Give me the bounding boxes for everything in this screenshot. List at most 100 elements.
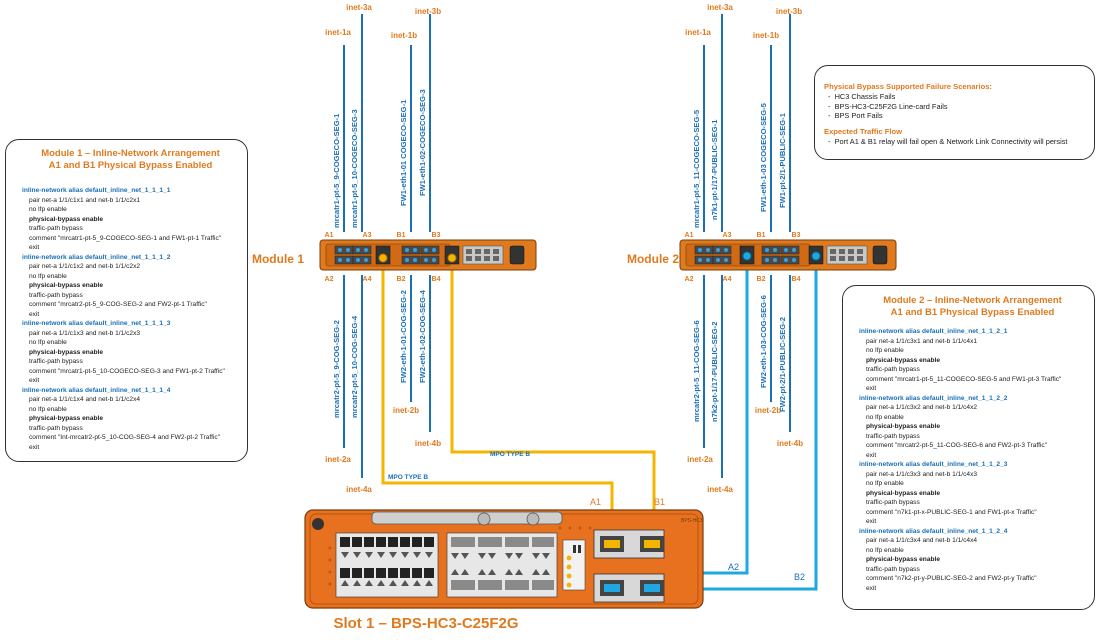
m2-port-label-b1: B1 [757, 232, 766, 239]
chassis-copper-ports [335, 532, 439, 598]
m2-inet-1a: inet-1a [685, 28, 711, 37]
module2-box-subtitle: A1 and B1 Physical Bypass Enabled [890, 307, 1055, 318]
module1-handle [509, 245, 525, 265]
m1-line-name-bottom-1: mrcatr2-pt-5_9-COG-SEG-2 [332, 320, 341, 418]
m2-port-label-a3: A3 [723, 232, 732, 239]
module2-config-text: inline-network alias default_inline_net_… [859, 327, 1086, 593]
m1-inet-2b: inet-2b [393, 406, 419, 415]
m1-inet-1b: inet-1b [391, 31, 417, 40]
m2-port-label-b2: B2 [757, 276, 766, 283]
mpo-label-2: MPO TYPE B [490, 451, 530, 458]
m1-port-label-b4: B4 [432, 276, 441, 283]
m2-port-label-b3: B3 [792, 232, 801, 239]
m2-port-label-b4: B4 [792, 276, 801, 283]
module1-box-title: Module 1 – Inline-Network Arrangement [41, 148, 220, 159]
failure-item: - BPS-HC3-C25F2G Line-card Fails [828, 101, 948, 111]
failure-item: - HC3 Chassis Fails [828, 92, 896, 101]
module1-config-text: inline-network alias default_inline_net_… [22, 186, 239, 452]
m2-inet-2b: inet-2b [755, 406, 781, 415]
mpo-cable-b1 [450, 258, 656, 540]
chassis-screw [526, 512, 540, 526]
m1-port-label-a2: A2 [325, 276, 334, 283]
m1-port-label-a3: A3 [363, 232, 372, 239]
flow-item: - Port A1 & B1 relay will fail open & Ne… [828, 136, 1068, 146]
cable-label-a1: A1 [590, 497, 601, 507]
m1-inet-4b: inet-4b [415, 439, 441, 448]
cable-label-b2: B2 [794, 572, 805, 582]
module2-config-box: Module 2 – Inline-Network Arrangement A1… [842, 285, 1095, 610]
module2-handle [872, 245, 888, 265]
chassis-vents [328, 526, 592, 586]
config-block: inline-network alias default_inline_net_… [859, 527, 1037, 592]
m2-inet-4b: inet-4b [777, 439, 803, 448]
m2-line-name-top-3: FW1-eth-1-03 COGECO-SEG-5 [759, 102, 768, 212]
failure-scenarios-box: Physical Bypass Supported Failure Scenar… [814, 65, 1095, 160]
chassis [304, 509, 704, 609]
config-block: inline-network alias default_inline_net_… [859, 461, 1037, 525]
failure-item: - BPS Port Fails [828, 111, 883, 121]
mpo-label-1: MPO TYPE B [388, 474, 428, 481]
config-block: inline-network alias default_inline_net_… [22, 187, 222, 251]
config-block: inline-network alias default_inline_net_… [22, 386, 221, 451]
m1-inet-3a: inet-3a [346, 3, 372, 12]
config-block: inline-network alias default_inline_net_… [859, 394, 1048, 459]
m2-line-name-bottom-2: n7k2-pt-1/17-PUBLIC-SEG-2 [710, 322, 719, 422]
m2-inet-2a: inet-2a [687, 455, 713, 464]
module2-label: Module 2 [627, 252, 679, 266]
m2-port-label-a1: A1 [685, 232, 694, 239]
module2-device [679, 239, 897, 271]
m1-line-name-top-4: FW1-eth1-02-COGECO-SEG-3 [418, 89, 427, 196]
module1-config-box: Module 1 – Inline-Network Arrangement A1… [5, 139, 248, 462]
m1-inet-1a: inet-1a [325, 28, 351, 37]
m1-line-name-bottom-4: FW2-eth-1-02-COG-SEG-4 [418, 289, 427, 383]
module1-device [319, 239, 537, 271]
module1-box-subtitle: A1 and B1 Physical Bypass Enabled [48, 160, 213, 171]
cable-label-b1: B1 [654, 497, 665, 507]
m1-inet-2a: inet-2a [325, 455, 351, 464]
m1-line-name-top-3: FW1-eth1-01 COGECO-SEG-1 [399, 99, 408, 206]
module2-sfp-block [826, 245, 868, 265]
m1-port-label-b2: B2 [397, 276, 406, 283]
m1-line-name-top-1: mrcatr1-pt-5_9-COGECO-SEG-1 [332, 113, 341, 228]
config-block: inline-network alias default_inline_net_… [859, 328, 1062, 392]
m1-line-name-bottom-2: mrcatr2-pt-5_10-COG-SEG-4 [350, 315, 359, 418]
m1-inet-4a: inet-4a [346, 485, 372, 494]
module1-port-cages [334, 245, 440, 265]
m2-line-name-top-4: FW1-pt-2/1-PUBLIC-SEG-1 [778, 112, 787, 208]
chassis-label: BPS-HC3 [681, 518, 703, 524]
m1-line-name-top-2: mrcatr1-pt-5_10-COGECO-SEG-3 [350, 109, 359, 228]
m2-line-name-top-1: mrcatr1-pt-5_11-COGECO-SEG-5 [692, 109, 701, 228]
m1-port-label-a1: A1 [325, 232, 334, 239]
module1-network-lines [343, 14, 431, 478]
m1-inet-3b: inet-3b [415, 7, 441, 16]
m2-inet-3b: inet-3b [776, 7, 802, 16]
cable-label-a2: A2 [728, 562, 739, 572]
slot-title: Slot 1 – BPS-HC3-C25F2G [333, 615, 518, 632]
module2-port-cages [694, 245, 800, 265]
m2-inet-1b: inet-1b [753, 31, 779, 40]
m2-port-label-a4: A4 [723, 276, 732, 283]
module2-network-lines [703, 14, 791, 478]
m2-line-name-top-2: n7k1-pt-1/17-PUBLIC-SEG-1 [710, 119, 719, 220]
chassis-top-rail [371, 511, 563, 525]
m2-line-name-bottom-1: mrcatr2-pt-5_11-COG-SEG-6 [692, 320, 701, 422]
m2-line-name-bottom-4: FW2-pt-2/1-PUBLIC-SEG-2 [778, 317, 787, 412]
m2-inet-3a: inet-3a [707, 3, 733, 12]
m2-inet-4a: inet-4a [707, 485, 733, 494]
flow-heading: Expected Traffic Flow [824, 126, 903, 136]
chassis-knob [312, 518, 324, 530]
m1-line-name-bottom-3: FW2-eth-1-01-COG-SEG-2 [399, 290, 408, 383]
config-block: inline-network alias default_inline_net_… [22, 320, 225, 384]
m2-line-name-bottom-3: FW2-eth-1-03-COG-SEG-6 [759, 295, 768, 388]
failure-heading: Physical Bypass Supported Failure Scenar… [824, 82, 992, 91]
m1-port-label-b1: B1 [397, 232, 406, 239]
module2-box-title: Module 2 – Inline-Network Arrangement [883, 295, 1062, 306]
m1-port-label-a4: A4 [363, 276, 372, 283]
chassis-screw [477, 512, 491, 526]
module1-sfp-block [462, 245, 504, 265]
module1-label: Module 1 [252, 252, 304, 266]
config-block: inline-network alias default_inline_net_… [22, 253, 207, 318]
m2-port-label-a2: A2 [685, 276, 694, 283]
